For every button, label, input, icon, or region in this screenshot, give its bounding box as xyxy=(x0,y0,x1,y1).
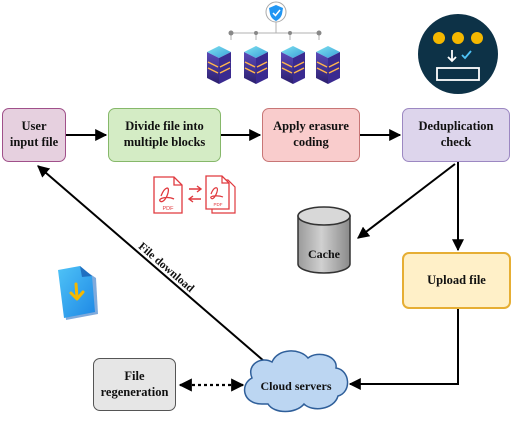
arrow-cloud-to-input xyxy=(37,165,273,369)
server-cube-icon xyxy=(316,46,340,84)
user-input-node: User input file xyxy=(2,108,66,162)
divide-file-label: Divide file into multiple blocks xyxy=(123,119,206,149)
dedup-panel-icon xyxy=(418,14,498,94)
erasure-coding-node: Apply erasure coding xyxy=(262,108,360,162)
upload-file-node: Upload file xyxy=(402,252,511,309)
file-regeneration-label: File regeneration xyxy=(100,368,169,399)
erasure-coding-label: Apply erasure coding xyxy=(273,119,349,149)
pdf-left-label: PDF xyxy=(163,206,175,212)
upload-file-label: Upload file xyxy=(427,272,486,287)
arrow-dedup-to-cache xyxy=(357,163,456,239)
file-download-edge-label: File download xyxy=(136,241,197,296)
file-regeneration-node: File regeneration xyxy=(93,358,176,411)
cache-label: Cache xyxy=(308,247,341,261)
cloud-nodes-shield-icon xyxy=(207,1,340,84)
file-download-icon xyxy=(58,266,98,320)
server-cube-icon xyxy=(244,46,268,84)
server-cube-icon xyxy=(207,46,231,84)
server-cube-icon xyxy=(281,46,305,84)
cache-database-icon xyxy=(297,206,351,274)
deduplication-label: Deduplication check xyxy=(418,119,494,149)
cloud-shape-icon xyxy=(243,350,349,413)
pdf-right-label: PDF xyxy=(214,202,223,207)
arrow-upload-to-cloud xyxy=(348,309,459,390)
cloud-servers-label: Cloud servers xyxy=(261,379,332,393)
user-input-label: User input file xyxy=(9,119,59,149)
divide-file-node: Divide file into multiple blocks xyxy=(108,108,221,162)
pdf-split-icon: PDF PDF xyxy=(153,175,236,214)
deduplication-node: Deduplication check xyxy=(402,108,510,162)
